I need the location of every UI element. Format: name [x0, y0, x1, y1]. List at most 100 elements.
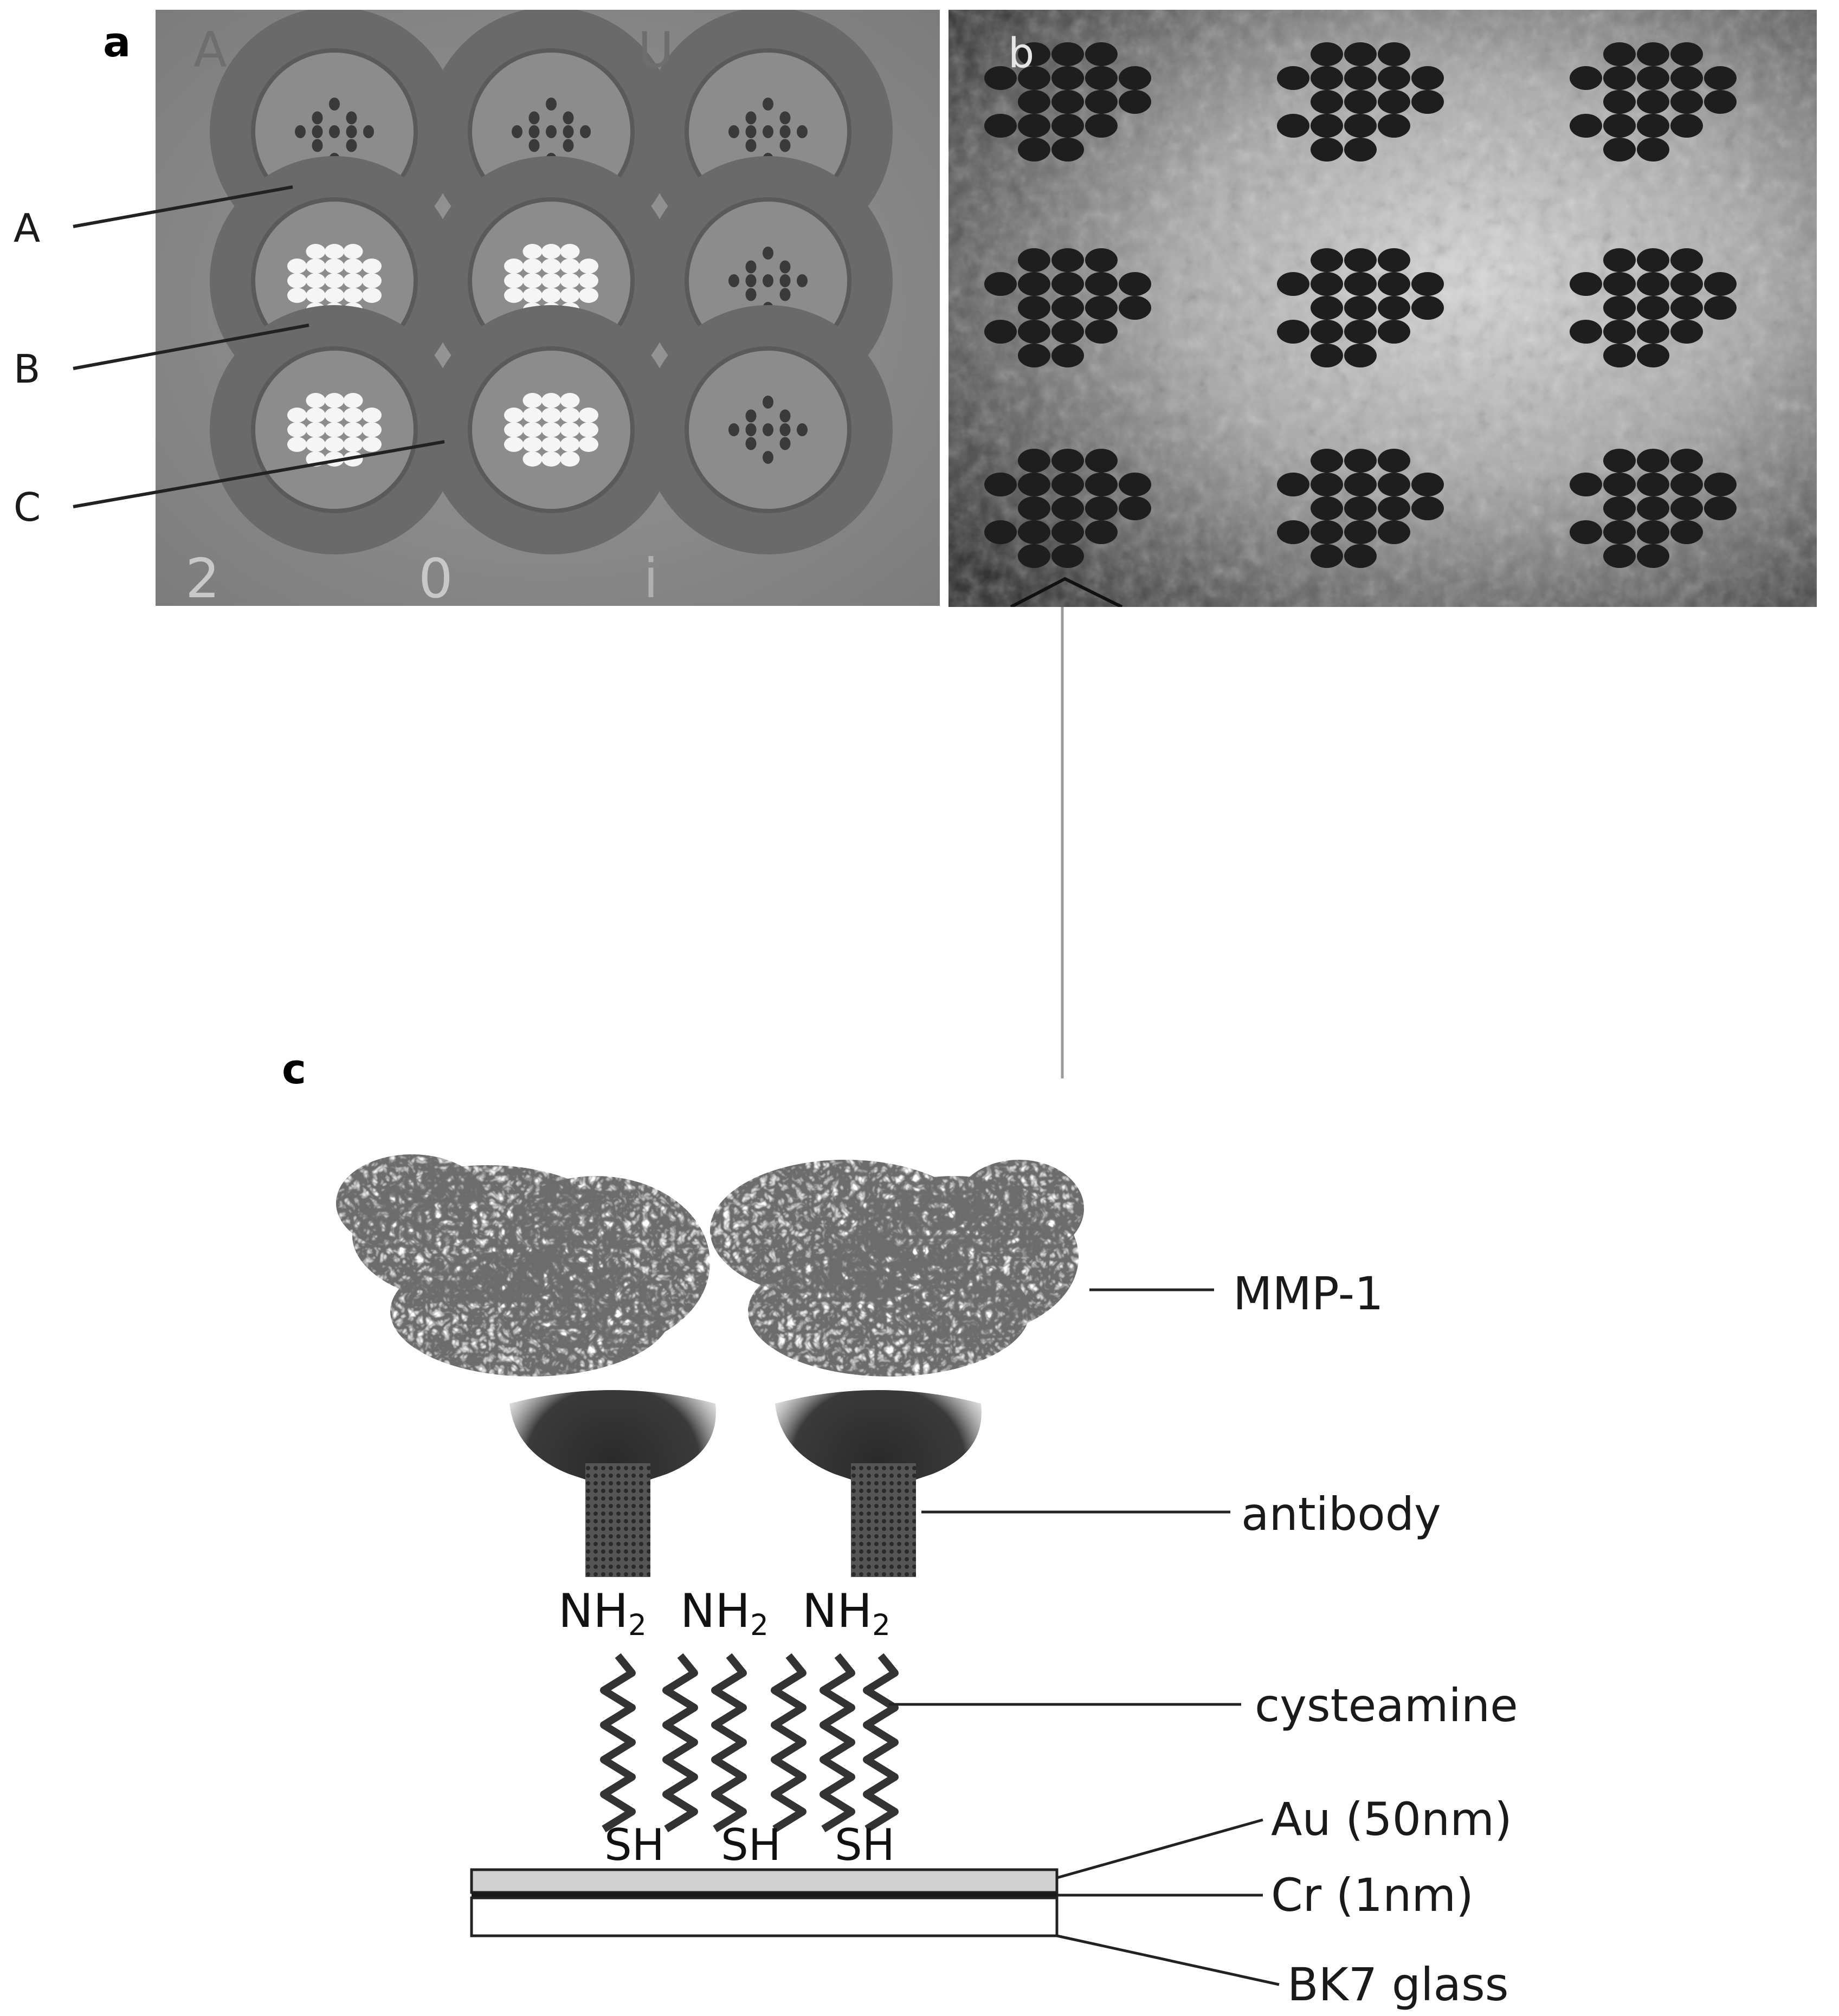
spr-dark-spot: [1378, 42, 1410, 66]
spr-dark-spot: [1277, 320, 1309, 344]
spr-dark-spot: [1051, 473, 1084, 496]
spr-dark-spot: [1051, 138, 1084, 161]
dark-spot: [528, 111, 540, 125]
spr-dark-spot: [1018, 473, 1050, 496]
spr-dark-spot: [1637, 296, 1669, 320]
plate-wells: [210, 7, 893, 554]
spr-dark-spot: [1603, 66, 1636, 90]
spr-dark-spot: [1051, 344, 1084, 367]
spr-dark-spot: [1637, 42, 1669, 66]
spr-dark-spot: [1670, 114, 1703, 138]
dark-spot: [346, 139, 357, 152]
dark-spot: [779, 423, 791, 436]
spr-dark-spot: [1378, 449, 1410, 473]
bright-spot: [362, 259, 382, 274]
spr-dark-spot: [1378, 272, 1410, 296]
spr-dark-spot: [1637, 473, 1669, 496]
spr-dark-spot: [1344, 544, 1377, 568]
spr-dark-spot: [1018, 114, 1050, 138]
spr-dark-spot: [1018, 272, 1050, 296]
spr-dark-spot: [1603, 248, 1636, 272]
bright-spot: [306, 422, 326, 437]
dark-spot: [728, 274, 739, 287]
spr-dark-spot: [1119, 496, 1151, 520]
bright-spot: [522, 408, 543, 423]
spr-dark-spot: [1670, 320, 1703, 344]
pointer-line-c: [73, 440, 445, 508]
bright-spot: [560, 437, 580, 452]
spr-dark-spot: [1018, 248, 1050, 272]
spr-dark-spot: [1344, 138, 1377, 161]
spr-dark-spot: [1670, 90, 1703, 114]
thiol-group-1: SH: [604, 1820, 664, 1870]
dark-spot: [346, 111, 357, 125]
spr-dark-spot: [1704, 473, 1737, 496]
spr-dark-spot: [1344, 248, 1377, 272]
spr-dark-spot: [984, 320, 1017, 344]
dark-spot: [745, 288, 757, 301]
spr-dark-spot: [1119, 66, 1151, 90]
bright-spot: [541, 259, 561, 274]
spr-dark-spot: [1311, 520, 1343, 544]
spr-dark-spot: [1603, 449, 1636, 473]
plate-mark-top-2: U: [638, 22, 674, 79]
spr-dark-spot: [1051, 449, 1084, 473]
bright-spot: [343, 422, 363, 437]
row-label-c: C: [14, 484, 41, 530]
dark-spot: [329, 98, 340, 111]
bright-spot: [287, 273, 307, 288]
dark-spot: [745, 409, 757, 423]
spr-dark-spot: [1311, 344, 1343, 367]
bright-spot: [306, 437, 326, 452]
dark-spot: [779, 139, 791, 152]
cysteamine-chain: [711, 1653, 747, 1832]
mmp1-protein-right: [710, 1160, 1084, 1377]
spr-dark-spot: [1018, 138, 1050, 161]
spr-dark-spot: [1670, 473, 1703, 496]
panel-b-spr-svg: [948, 10, 1817, 609]
panel-c-letter: c: [282, 1045, 307, 1093]
spr-dark-spot: [1670, 66, 1703, 90]
spr-dark-spot: [1277, 473, 1309, 496]
panel-a-letter: a: [103, 18, 131, 66]
spr-dark-spot: [1119, 296, 1151, 320]
spr-dark-spot: [1311, 296, 1343, 320]
bright-spot: [343, 259, 363, 274]
zoom-connector-line: [1061, 607, 1064, 1078]
bright-spot: [579, 408, 598, 423]
bright-spot: [522, 393, 543, 408]
spr-dark-spot: [1085, 520, 1118, 544]
bright-spot: [541, 273, 561, 288]
spr-dark-spot: [1603, 520, 1636, 544]
cysteamine-chain: [863, 1653, 899, 1832]
spr-dark-spot: [1344, 496, 1377, 520]
antibody-right: [775, 1390, 982, 1577]
row-pointer-lines: [73, 185, 445, 508]
spr-dark-spot: [1378, 248, 1410, 272]
bright-spot: [287, 288, 307, 303]
spr-dark-spot: [1411, 473, 1444, 496]
dark-spot: [346, 125, 357, 138]
spr-dark-spot: [1085, 42, 1118, 66]
spr-dark-spot: [1344, 473, 1377, 496]
plate-mark-bottom-1: 2: [185, 547, 220, 610]
dark-spot: [745, 437, 757, 450]
dark-spot: [779, 409, 791, 423]
spr-dark-spot: [1603, 90, 1636, 114]
dark-spot: [528, 125, 540, 138]
panel-a-plate-photo: A U 2 0 i: [156, 7, 940, 610]
spr-dark-spot: [1311, 496, 1343, 520]
bright-spot: [579, 288, 598, 303]
spr-dark-spot: [1411, 66, 1444, 90]
spr-dark-spot: [1311, 449, 1343, 473]
dark-spot: [312, 139, 323, 152]
bright-spot: [306, 273, 326, 288]
spr-dark-spot: [1051, 320, 1084, 344]
bright-spot: [325, 437, 344, 452]
dark-spot: [797, 125, 808, 138]
bright-spot: [579, 273, 598, 288]
spr-dark-spot: [1603, 42, 1636, 66]
spr-dark-spot: [1051, 42, 1084, 66]
plate-mark-bottom-3: i: [643, 547, 659, 610]
bright-spot: [560, 259, 580, 274]
